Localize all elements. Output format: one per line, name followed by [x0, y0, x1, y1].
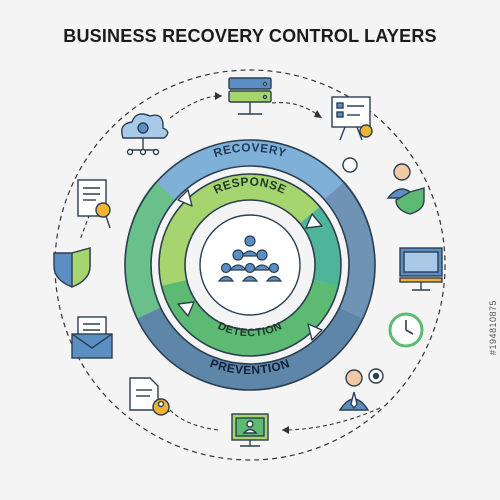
cloud-network-icon [120, 113, 169, 156]
clock-icon [388, 312, 424, 348]
outer-ring-outline-in [150, 165, 350, 365]
page-title: BUSINESS RECOVERY CONTROL LAYERS [63, 26, 437, 46]
slate-band-right [324, 181, 376, 319]
prevention-label: PREVENTION [208, 356, 291, 377]
server-icon [228, 77, 272, 115]
presentation-board-icon [331, 96, 373, 141]
businessman-gear-icon [338, 368, 384, 411]
user-shield-icon [386, 163, 425, 215]
envelope-document-icon [71, 316, 113, 359]
monitor-icon [399, 247, 443, 291]
stock-watermark-id: #194810875 [488, 300, 498, 356]
ring-arrows [177, 189, 323, 341]
outer-ring-outline-out [124, 139, 376, 391]
inner-ring-outline-in [184, 199, 316, 331]
inner-ring-outline-out [158, 173, 342, 357]
monitor-user-icon [231, 413, 269, 447]
shield-icon [53, 247, 91, 289]
document-user-icon [129, 377, 170, 416]
cycle-node [342, 157, 358, 173]
team-group-icon [217, 235, 283, 282]
document-magnifier-icon [77, 179, 111, 229]
prevention-band [137, 307, 363, 390]
green-band-left [124, 181, 176, 319]
